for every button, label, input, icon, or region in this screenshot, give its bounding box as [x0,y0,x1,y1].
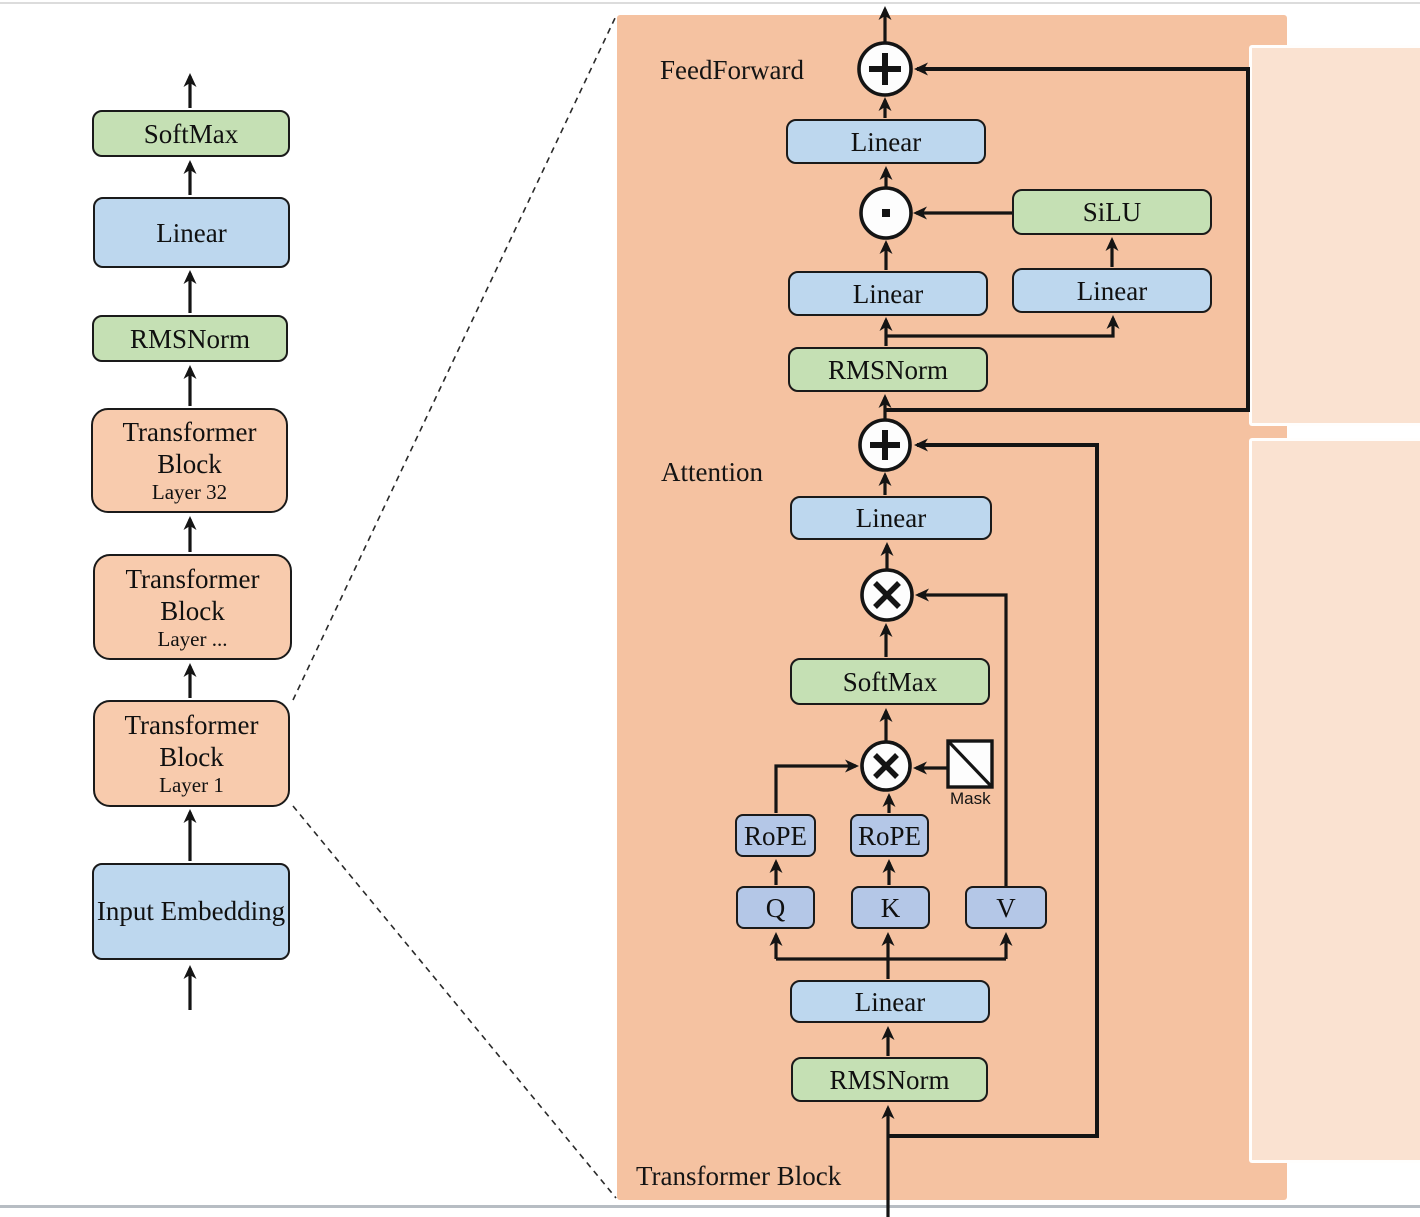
transformer-block-layer1: Transformer Block Layer 1 [93,700,290,807]
ff-rmsnorm-box: RMSNorm [788,347,988,392]
ff-linear-right-box: Linear [1012,268,1212,313]
ff-linear-out-box: Linear [786,119,986,164]
attention-section [1249,438,1420,1163]
transformer-block-layer32: Transformer Block Layer 32 [91,408,288,513]
attn-linear-out-box: Linear [790,496,992,540]
attn-softmax-box: SoftMax [790,658,990,705]
attn-rope-q-box: RoPE [735,814,816,857]
top-hairline [0,2,1420,4]
feedforward-label: FeedForward [660,55,804,85]
transformer-block-layer-label: Layer ... [157,626,228,651]
transformer-block-layer-label: Layer 32 [151,480,228,504]
attn-q-box: Q [736,886,815,929]
feedforward-section [1249,45,1420,426]
attn-v-box: V [965,886,1047,929]
transformer-block-panel-label: Transformer Block [636,1161,842,1191]
mask-label: Mask [950,789,991,808]
bottom-hairline [0,1205,1420,1208]
transformer-block-title: Transformer Block [122,417,257,479]
mask-zero-label: 0 [954,763,961,777]
ff-silu-box: SiLU [1012,189,1212,235]
ff-linear-left-box: Linear [788,271,988,316]
attn-rmsnorm-box: RMSNorm [791,1057,988,1102]
transformer-block-layer-dots: Transformer Block Layer ... [93,554,292,660]
pipeline-softmax-box: SoftMax [92,110,290,157]
pipeline-rmsnorm-box: RMSNorm [92,315,288,362]
pipeline-linear-box: Linear [93,197,290,268]
attn-k-box: K [851,886,930,929]
transformer-block-title: Transformer Block [125,563,260,626]
transformer-block-title: Transformer Block [124,710,259,772]
mask-neg-inf-label: -INF [961,747,979,771]
attn-rope-k-box: RoPE [850,814,929,857]
attn-linear-in-box: Linear [790,980,990,1023]
transformer-block-layer-label: Layer 1 [159,773,224,797]
input-embedding-box: Input Embedding [92,863,290,960]
zoom-guide-dashed-lines [292,15,617,1199]
attention-label: Attention [661,457,763,487]
